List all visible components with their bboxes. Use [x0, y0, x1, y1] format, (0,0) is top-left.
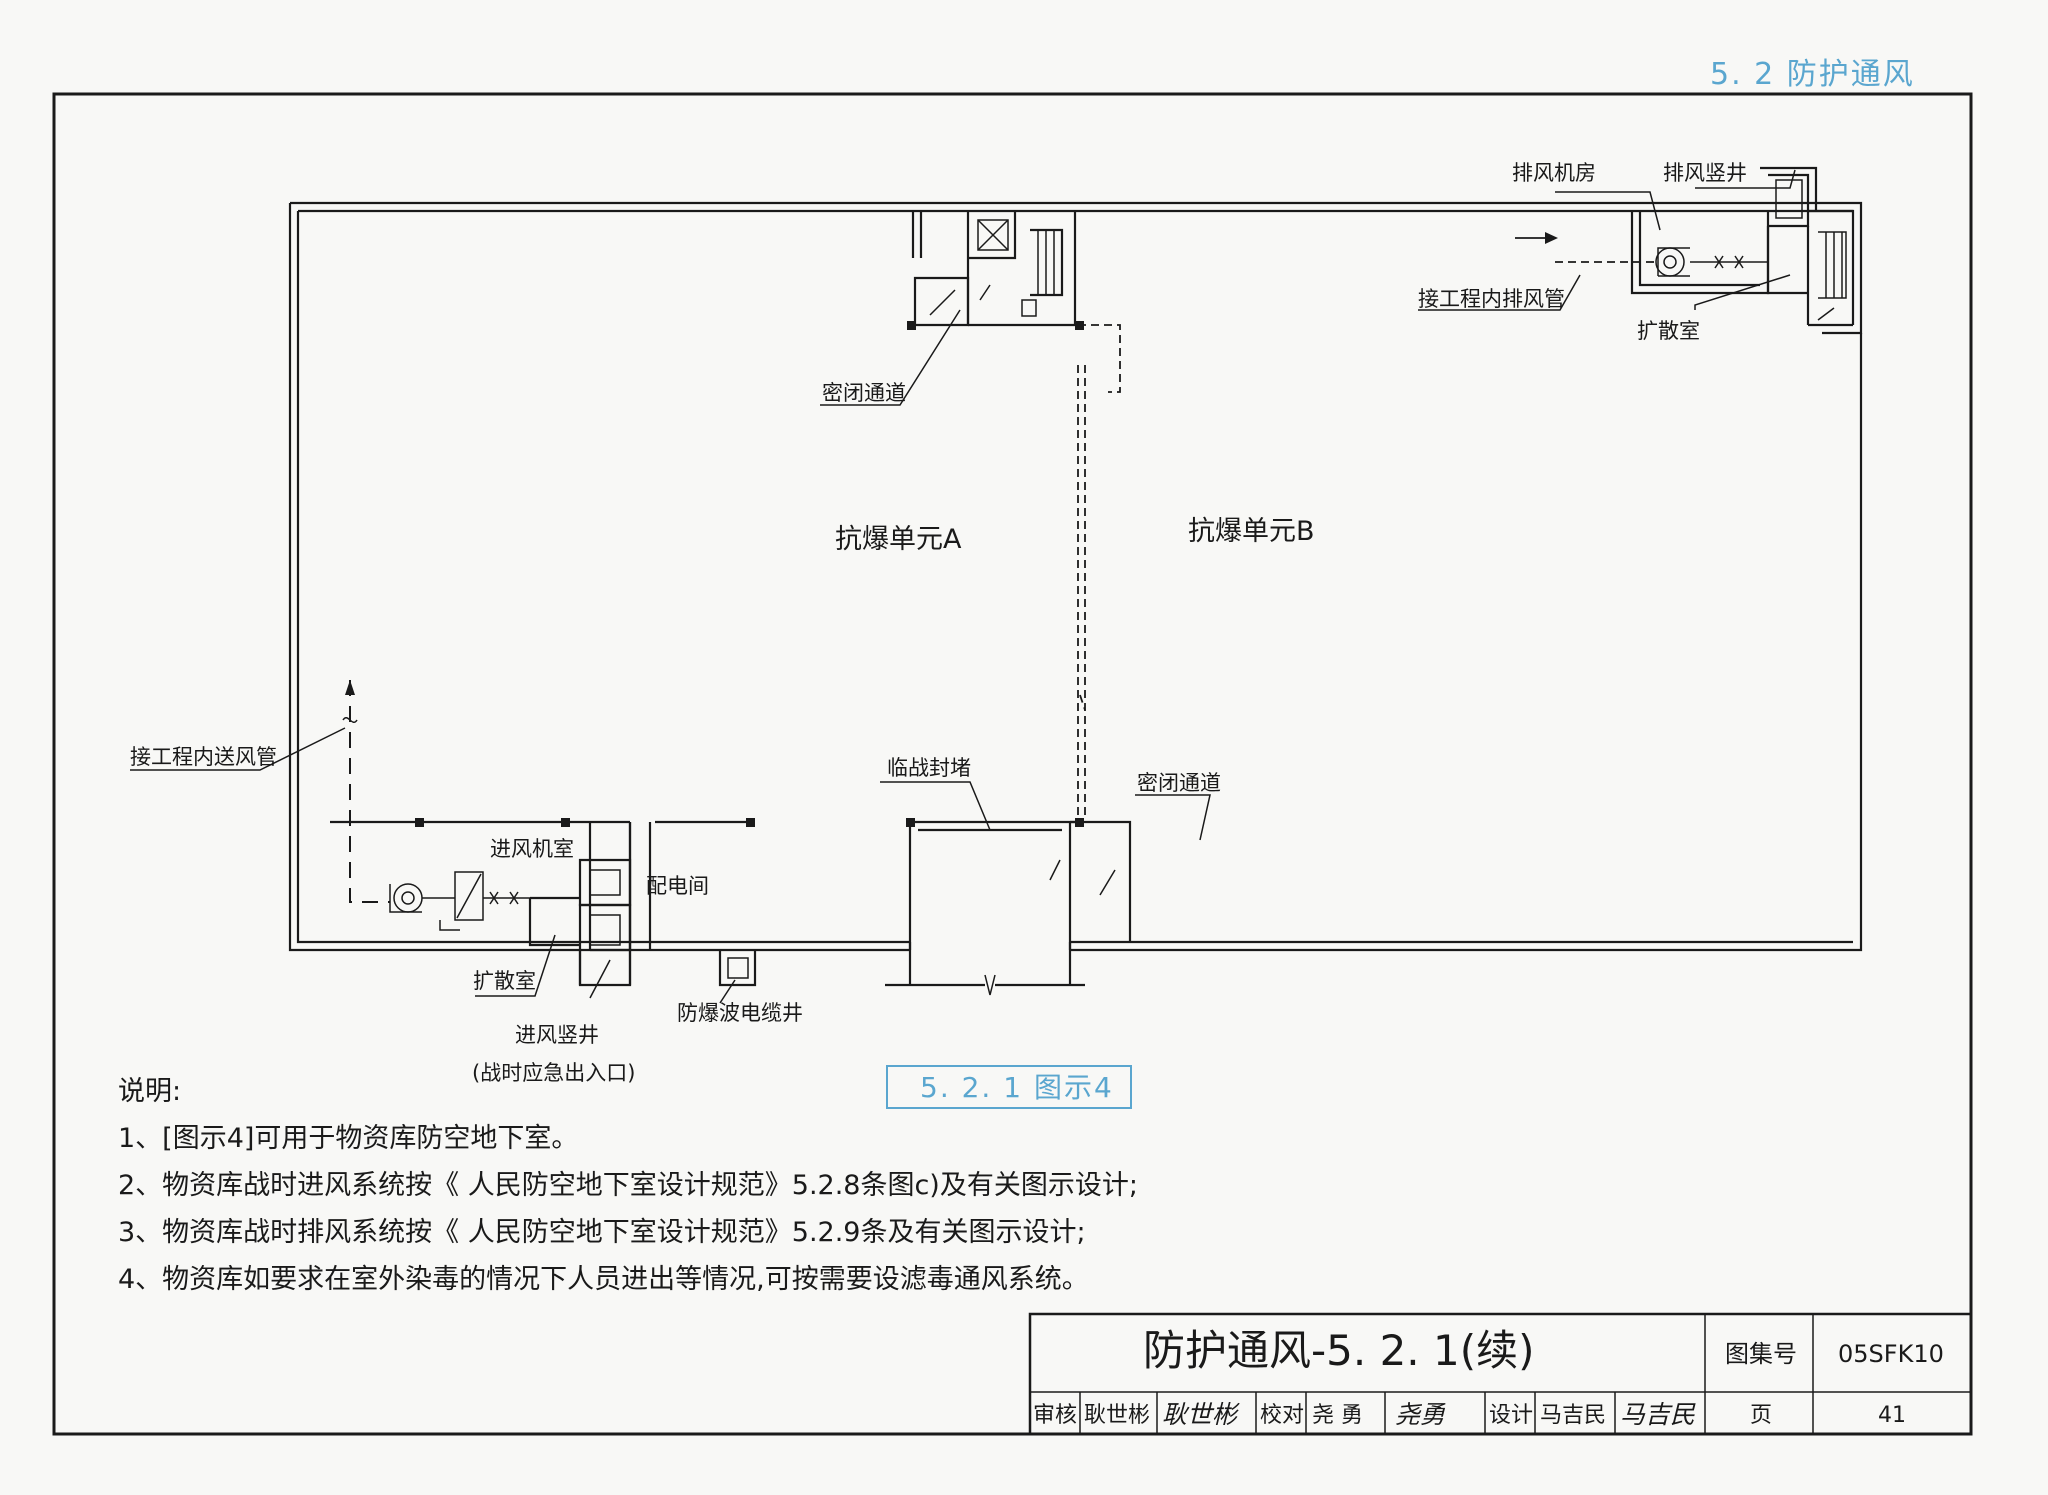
unit-b-label: 抗爆单元B — [1188, 516, 1315, 547]
section-header: 5. 2 防护通风 — [1710, 57, 1915, 92]
supply-duct-label: 接工程内送风管 — [130, 745, 277, 769]
floor-plan — [288, 166, 1863, 996]
power-room-label: 配电间 — [646, 874, 709, 898]
note-item: 2、物资库战时进风系统按《 人民防空地下室设计规范》5.2.8条图c)及有关图示… — [118, 1170, 1138, 1201]
note-item: 4、物资库如要求在室外染毒的情况下人员进出等情况,可按需要设滤毒通风系统。 — [118, 1264, 1089, 1295]
notes: 说明: 1、[图示4]可用于物资库防空地下室。 2、物资库战时进风系统按《 人民… — [118, 1076, 1138, 1295]
unit-a-label: 抗爆单元A — [835, 524, 962, 555]
designer-name: 马吉民 — [1540, 1403, 1606, 1428]
drawing-title: 防护通风-5. 2. 1(续) — [1143, 1326, 1535, 1375]
blast-cable-well-label: 防爆波电缆井 — [677, 1001, 803, 1025]
intake-room-label: 进风机室 — [490, 837, 574, 861]
airtight-passage-top-label: 密闭通道 — [822, 381, 906, 405]
drawing-frame — [52, 92, 1973, 1436]
check-label: 校对 — [1260, 1403, 1304, 1428]
temporary-seal-label: 临战封堵 — [887, 756, 971, 780]
title-block: 防护通风-5. 2. 1(续) 图集号 05SFK10 审核 耿世彬 耿世彬 校… — [1028, 1312, 1973, 1436]
exhaust-duct-label: 接工程内排风管 — [1418, 287, 1565, 311]
review-label: 审核 — [1033, 1403, 1077, 1428]
page-number: 41 — [1878, 1403, 1906, 1428]
plan-labels: 抗爆单元A 抗爆单元B 排风机房 排风竖井 接工程内排风管 扩散室 密闭通道 接… — [130, 161, 1747, 1085]
caption-box — [886, 1065, 1132, 1109]
exhaust-room-label: 排风机房 — [1512, 161, 1596, 185]
atlas-no-label: 图集号 — [1725, 1340, 1797, 1368]
designer-signature: 马吉民 — [1620, 1400, 1696, 1429]
note-item: 1、[图示4]可用于物资库防空地下室。 — [118, 1123, 578, 1154]
intake-shaft-label: 进风竖井 — [515, 1023, 599, 1047]
expansion-room-bottom-label: 扩散室 — [473, 969, 536, 993]
emergency-exit-label: (战时应急出入口) — [472, 1061, 635, 1085]
reviewer-signature: 耿世彬 — [1162, 1400, 1240, 1429]
figure-caption: 5. 2. 1 图示4 — [920, 1071, 1114, 1104]
exhaust-shaft-label: 排风竖井 — [1663, 161, 1747, 185]
expansion-room-top-label: 扩散室 — [1637, 319, 1700, 343]
page-label: 页 — [1750, 1403, 1772, 1428]
atlas-no-value: 05SFK10 — [1838, 1340, 1944, 1368]
leader-lines — [130, 169, 1796, 1004]
notes-heading: 说明: — [118, 1076, 181, 1107]
design-label: 设计 — [1489, 1403, 1533, 1428]
note-item: 3、物资库战时排风系统按《 人民防空地下室设计规范》5.2.9条及有关图示设计; — [118, 1217, 1086, 1248]
airtight-passage-bottom-label: 密闭通道 — [1137, 771, 1221, 795]
checker-name: 尧 勇 — [1312, 1403, 1363, 1428]
reviewer-name: 耿世彬 — [1084, 1403, 1150, 1428]
checker-signature: 尧勇 — [1395, 1400, 1446, 1429]
